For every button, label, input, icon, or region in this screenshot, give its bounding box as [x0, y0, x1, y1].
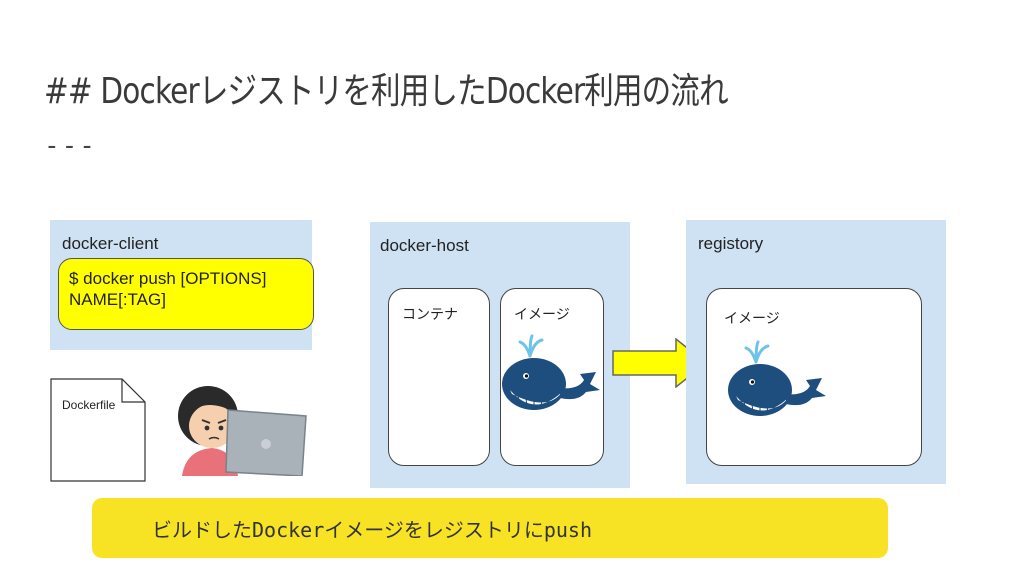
registry-image-box — [706, 288, 922, 466]
push-command: $ docker push [OPTIONS] NAME[:TAG] — [58, 258, 314, 330]
registry-image-label: イメージ — [724, 310, 780, 326]
docker-whale-icon — [728, 340, 826, 416]
caption-banner — [92, 498, 888, 558]
title-divider: --- — [44, 131, 97, 161]
host-image-label: イメージ — [514, 306, 570, 322]
page-title: ## Dockerレジストリを利用したDocker利用の流れ — [44, 71, 729, 112]
dockerfile-label: Dockerfile — [62, 398, 116, 412]
person-laptop-icon — [178, 386, 307, 476]
registry-label: registory — [698, 234, 764, 253]
docker-client-label: docker-client — [62, 234, 159, 253]
document-icon — [50, 378, 146, 482]
docker-host-label: docker-host — [380, 236, 469, 255]
docker-whale-icon — [502, 334, 600, 410]
container-box — [388, 288, 490, 466]
caption-text: ビルドしたDockerイメージをレジストリにpush — [152, 518, 593, 542]
container-label: コンテナ — [402, 306, 458, 322]
